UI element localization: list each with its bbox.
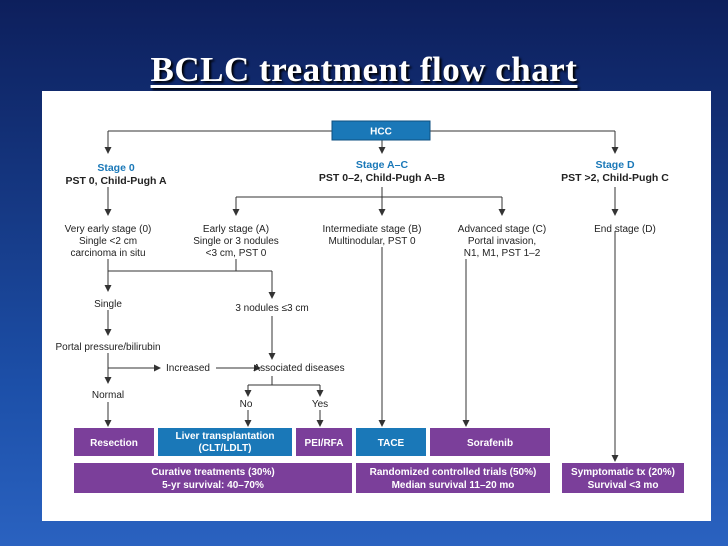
svg-text:(CLT/LDLT): (CLT/LDLT) — [199, 443, 252, 454]
svg-text:Symptomatic tx (20%): Symptomatic tx (20%) — [571, 467, 675, 478]
svg-text:Median survival 11–20 mo: Median survival 11–20 mo — [392, 480, 515, 491]
svg-text:Randomized controlled trials (: Randomized controlled trials (50%) — [370, 467, 537, 478]
svg-text:TACE: TACE — [378, 438, 405, 449]
svg-text:PST 0–2, Child-Pugh A–B: PST 0–2, Child-Pugh A–B — [319, 172, 446, 184]
yes-label: Yes — [312, 399, 328, 410]
svg-text:Intermediate stage (B): Intermediate stage (B) — [323, 224, 422, 235]
stage-a-c-header: Stage A–C PST 0–2, Child-Pugh A–B — [319, 159, 446, 184]
three-nodules-node: 3 nodules ≤3 cm — [235, 303, 308, 314]
symptomatic-outcome-box: Symptomatic tx (20%) Survival <3 mo — [562, 463, 684, 493]
svg-text:Single <2 cm: Single <2 cm — [79, 236, 137, 247]
flow-chart: HCC Stage 0 PST 0, Child-Pugh A Stage A–… — [55, 120, 684, 493]
tace-box: TACE — [356, 428, 426, 456]
svg-text:5-yr survival: 40–70%: 5-yr survival: 40–70% — [162, 480, 264, 491]
svg-text:HCC: HCC — [370, 127, 392, 138]
svg-text:Curative treatments (30%): Curative treatments (30%) — [151, 467, 274, 478]
end-stage-node: End stage (D) — [594, 224, 656, 235]
svg-text:Portal invasion,: Portal invasion, — [468, 236, 536, 247]
very-early-stage-node: Very early stage (0) Single <2 cm carcin… — [65, 224, 152, 259]
svg-text:Multinodular, PST 0: Multinodular, PST 0 — [328, 236, 416, 247]
svg-text:PEI/RFA: PEI/RFA — [305, 438, 344, 449]
svg-text:carcinoma in situ: carcinoma in situ — [70, 248, 145, 259]
curative-outcome-box: Curative treatments (30%) 5-yr survival:… — [74, 463, 352, 493]
svg-text:Advanced stage (C): Advanced stage (C) — [458, 224, 546, 235]
stage-0-header: Stage 0 PST 0, Child-Pugh A — [65, 162, 167, 187]
resection-box: Resection — [74, 428, 154, 456]
early-stage-node: Early stage (A) Single or 3 nodules <3 c… — [193, 224, 279, 259]
svg-text:PST >2, Child-Pugh C: PST >2, Child-Pugh C — [561, 172, 669, 184]
page-title: BCLC treatment flow chart — [150, 50, 578, 89]
svg-text:Stage 0: Stage 0 — [97, 162, 135, 174]
hcc-root-node: HCC — [331, 120, 431, 141]
single-node: Single — [94, 299, 122, 310]
no-label: No — [240, 399, 253, 410]
svg-text:N1, M1, PST 1–2: N1, M1, PST 1–2 — [464, 248, 541, 259]
svg-text:Early stage (A): Early stage (A) — [203, 224, 269, 235]
flow-chart-panel: HCC Stage 0 PST 0, Child-Pugh A Stage A–… — [42, 91, 711, 521]
connector-lines — [104, 130, 619, 462]
sorafenib-box: Sorafenib — [430, 428, 550, 456]
svg-text:PST 0, Child-Pugh A: PST 0, Child-Pugh A — [65, 175, 167, 187]
intermediate-stage-node: Intermediate stage (B) Multinodular, PST… — [323, 224, 422, 247]
stage-d-header: Stage D PST >2, Child-Pugh C — [561, 159, 669, 184]
normal-node: Normal — [92, 390, 124, 401]
svg-text:Very early stage (0): Very early stage (0) — [65, 224, 152, 235]
advanced-stage-node: Advanced stage (C) Portal invasion, N1, … — [458, 224, 546, 259]
svg-text:Sorafenib: Sorafenib — [467, 438, 513, 449]
rct-outcome-box: Randomized controlled trials (50%) Media… — [356, 463, 550, 493]
liver-transplantation-box: Liver transplantation (CLT/LDLT) — [158, 428, 292, 456]
associated-diseases-node: Associated diseases — [253, 363, 344, 374]
portal-pressure-node: Portal pressure/bilirubin — [55, 342, 160, 353]
svg-text:End stage (D): End stage (D) — [594, 224, 656, 235]
svg-text:Stage D: Stage D — [595, 159, 635, 171]
svg-text:Survival <3 mo: Survival <3 mo — [588, 480, 659, 491]
svg-text:<3 cm, PST 0: <3 cm, PST 0 — [206, 248, 267, 259]
svg-text:Single or 3 nodules: Single or 3 nodules — [193, 236, 279, 247]
svg-text:Resection: Resection — [90, 438, 138, 449]
svg-text:Stage A–C: Stage A–C — [356, 159, 409, 171]
increased-label: Increased — [166, 363, 210, 374]
svg-text:Liver transplantation: Liver transplantation — [176, 431, 275, 442]
pei-rfa-box: PEI/RFA — [296, 428, 352, 456]
